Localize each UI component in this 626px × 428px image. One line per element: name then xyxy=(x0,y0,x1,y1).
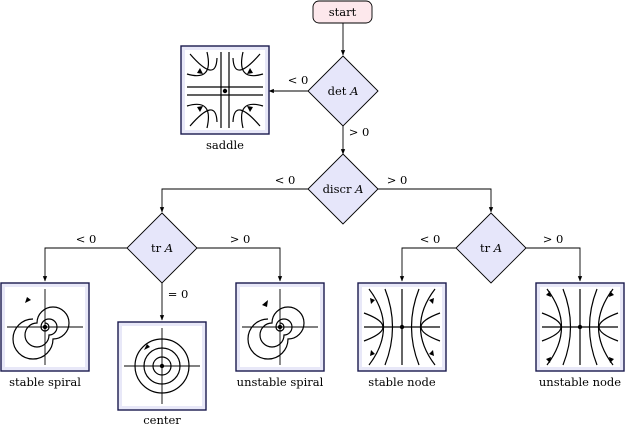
trr-gt-label: > 0 xyxy=(543,232,564,246)
start-node: start xyxy=(312,0,373,24)
det-diamond xyxy=(307,55,379,127)
saddle-arrowheads xyxy=(197,68,253,112)
trr-to-stable-node-arrow xyxy=(399,247,456,282)
discr-to-trl-arrow xyxy=(159,188,309,213)
saddle-label: saddle xyxy=(206,138,244,152)
det-lt-label: < 0 xyxy=(288,73,309,87)
trl-lt-label: < 0 xyxy=(76,232,97,246)
tr-left-label: tr A xyxy=(151,241,173,255)
unstable-spiral-portrait xyxy=(235,282,325,372)
decision-discr: discr A xyxy=(307,153,379,225)
tr-right-diamond xyxy=(455,212,527,284)
decision-tr-right: tr A xyxy=(455,212,527,284)
trr-to-unstable-node-arrow xyxy=(526,247,583,282)
center-label: center xyxy=(143,413,181,427)
saddle-portrait xyxy=(180,45,270,135)
det-gt-label: > 0 xyxy=(349,125,370,139)
discr-to-trr-arrow xyxy=(378,188,494,213)
discr-gt-label: > 0 xyxy=(387,173,408,187)
tr-left-diamond xyxy=(126,212,198,284)
trl-eq-label: = 0 xyxy=(168,287,189,301)
det-label: det A xyxy=(328,84,359,98)
stable-node-portrait xyxy=(357,282,447,372)
decision-tr-left: tr A xyxy=(126,212,198,284)
start-label: start xyxy=(329,5,357,19)
connectors xyxy=(42,23,583,321)
discr-diamond xyxy=(307,153,379,225)
discr-label: discr A xyxy=(323,182,364,196)
saddle-equilibrium xyxy=(222,88,228,94)
center-portrait xyxy=(117,321,207,411)
discr-lt-label: < 0 xyxy=(275,173,296,187)
trl-to-unstable-spiral-arrow xyxy=(197,247,283,282)
decision-det: det A xyxy=(307,55,379,127)
tr-right-label: tr A xyxy=(480,241,502,255)
unstable-node-label: unstable node xyxy=(539,375,621,389)
stable-spiral-label: stable spiral xyxy=(9,375,81,389)
trr-lt-label: < 0 xyxy=(420,232,441,246)
start-box xyxy=(312,0,373,24)
saddle-trajectories xyxy=(186,51,264,129)
trl-to-stable-spiral-arrow xyxy=(42,247,127,282)
trl-gt-label: > 0 xyxy=(230,232,251,246)
stable-spiral-portrait xyxy=(0,282,90,372)
unstable-node-portrait xyxy=(535,282,625,372)
unstable-spiral-label: unstable spiral xyxy=(237,375,324,389)
stable-node-label: stable node xyxy=(368,375,436,389)
